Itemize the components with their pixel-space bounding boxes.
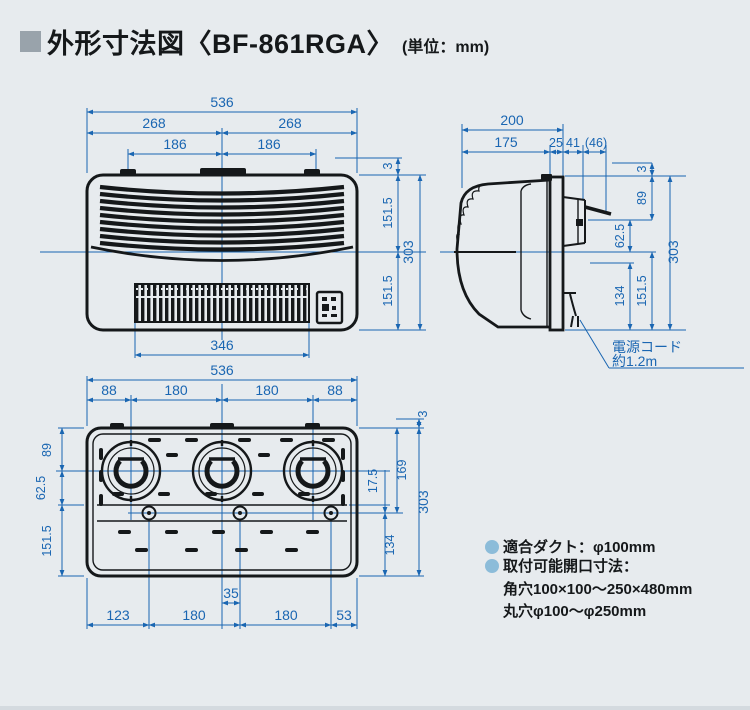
spec-notes: 適合ダクト：φ100mm 取付可能開口寸法： 角穴100×100〜250×480… <box>485 538 692 620</box>
front-mounting-tab <box>120 169 136 176</box>
dim-label-rear-screw-edge-right: 53 <box>336 607 352 623</box>
front-control-panel <box>315 290 344 325</box>
rear-dimensions: 536 88 180 180 88 89 62.5 151.5 17.5 134… <box>34 362 431 628</box>
dim-label-rear-lower-height: 151.5 <box>40 525 54 556</box>
front-body <box>85 168 359 332</box>
dim-label-rear-screw-offset: 35 <box>223 585 239 601</box>
dim-label-front-upper-height: 151.5 <box>381 197 395 228</box>
dim-label-side-duct-to-mid: 62.5 <box>613 224 627 248</box>
side-back-panel <box>548 175 565 332</box>
dim-label-rear-screw-pitch-right: 180 <box>274 607 298 623</box>
front-louvers <box>90 184 354 262</box>
dim-label-front-tab-height: 3 <box>381 162 395 169</box>
title-square-icon <box>20 31 41 52</box>
rear-body <box>85 423 359 578</box>
unit-label: (単位：mm) <box>402 38 490 56</box>
front-view: 536 268 268 186 186 3 151.5 151.5 303 34… <box>40 94 426 358</box>
dim-label-rear-mid-to-screw: 17.5 <box>366 469 380 493</box>
dim-label-side-total-depth: 200 <box>500 112 524 128</box>
rear-view: 536 88 180 180 88 89 62.5 151.5 17.5 134… <box>34 362 431 629</box>
side-body-outline <box>455 178 551 329</box>
page-title: 外形寸法図〈BF-861RGA〉 (単位：mm) <box>20 22 489 61</box>
note-opening-title: 取付可能開口寸法： <box>503 557 638 575</box>
note-opening-round: 丸穴φ100〜φ250mm <box>502 602 646 620</box>
dim-label-rear-top-to-screw: 169 <box>395 460 409 481</box>
dim-label-rear-tab-height: 3 <box>416 410 430 417</box>
dim-label-rear-top-to-duct: 89 <box>40 443 54 457</box>
dim-label-rear-duct-to-mid: 62.5 <box>34 476 48 500</box>
dim-label-front-pitch-right: 186 <box>257 136 281 152</box>
duct-opening <box>191 440 253 502</box>
side-louver-edge <box>456 183 489 245</box>
bullet-icon <box>485 559 499 573</box>
side-dimensions: 200 175 25 41 (46) 62.5 134 3 89 151.5 3… <box>461 112 681 331</box>
page-bottom-edge <box>0 706 750 710</box>
front-mounting-tab <box>304 169 320 176</box>
dim-label-side-back-panel: 25 <box>549 136 563 150</box>
rear-extension-lines <box>56 376 424 629</box>
dim-label-side-top-to-duct: 89 <box>635 191 649 205</box>
dim-label-rear-screw-to-bottom: 134 <box>383 535 397 556</box>
note-duct: 適合ダクト：φ100mm <box>503 538 655 556</box>
dim-label-side-lower-height: 151.5 <box>635 275 649 306</box>
dim-label-front-half-left: 268 <box>142 115 166 131</box>
rear-mounting-tab <box>305 423 320 429</box>
dim-label-front-lower-height: 151.5 <box>381 275 395 306</box>
side-view: 200 175 25 41 (46) 62.5 134 3 89 151.5 3… <box>440 112 744 369</box>
dim-label-front-total-width: 536 <box>210 94 234 110</box>
dim-label-rear-edge-left: 88 <box>101 382 117 398</box>
dim-label-side-tab-height: 3 <box>635 165 649 172</box>
dim-label-front-pitch-left: 186 <box>163 136 187 152</box>
bullet-icon <box>485 540 499 554</box>
dim-label-rear-screw-pitch-left: 180 <box>182 607 206 623</box>
cord-note-line1: 電源コード <box>612 339 682 355</box>
power-cord-callout: 電源コード 約1.2m <box>579 319 744 369</box>
dim-label-rear-pitch-left: 180 <box>164 382 188 398</box>
rear-vent-slots <box>99 438 345 552</box>
dim-label-rear-total-height: 303 <box>415 490 431 514</box>
dim-label-side-duct-length: 41 <box>566 136 580 150</box>
dim-label-side-damper-length: (46) <box>585 136 607 150</box>
rear-mounting-tab <box>210 423 234 429</box>
screw-hole <box>141 505 339 521</box>
front-intake-grille <box>134 283 310 323</box>
side-damper-flap <box>584 205 612 216</box>
cord-note-line2: 約1.2m <box>612 353 657 369</box>
power-cord <box>563 292 579 328</box>
note-opening-square: 角穴100×100〜250×480mm <box>503 580 692 598</box>
dim-label-rear-pitch-right: 180 <box>255 382 279 398</box>
dim-label-rear-screw-edge-left: 123 <box>106 607 130 623</box>
dim-label-front-total-height: 303 <box>400 240 416 264</box>
dim-label-rear-total-width: 536 <box>210 362 234 378</box>
rear-mounting-tab <box>110 423 124 429</box>
side-body <box>454 174 612 332</box>
front-mounting-tab <box>200 168 246 176</box>
dim-label-rear-edge-right: 88 <box>327 382 343 398</box>
dim-label-front-grille-width: 346 <box>210 337 234 353</box>
front-dimensions: 536 268 268 186 186 3 151.5 151.5 303 34… <box>86 94 423 358</box>
dim-label-side-body-depth: 175 <box>494 134 518 150</box>
side-duct-connector <box>562 196 612 247</box>
side-extension-lines <box>440 124 686 331</box>
dim-label-side-total-height: 303 <box>665 240 681 264</box>
dim-label-side-cord-height: 134 <box>613 286 627 307</box>
page-title-text: 外形寸法図〈BF-861RGA〉 <box>47 29 395 59</box>
dim-label-front-half-right: 268 <box>278 115 302 131</box>
